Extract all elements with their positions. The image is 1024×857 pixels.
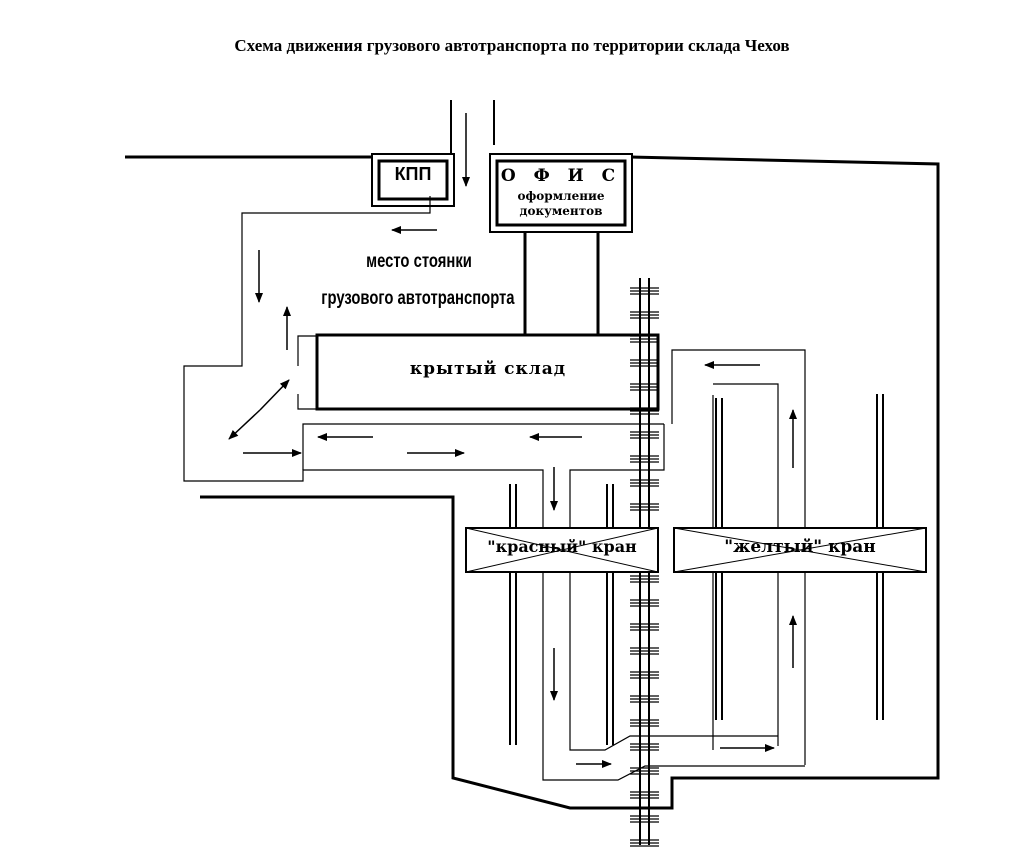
office-title: О Ф И С [500,166,622,186]
yellow-crane-box [673,527,927,573]
parking-label-2: грузового автотранспорта [321,288,515,309]
checkpoint-box [371,153,455,207]
red-crane-label: "красный" кран [487,537,637,556]
diagonal-two-way-arrow [228,379,290,440]
warehouse-label: крытый склад [409,359,567,379]
red-crane-box [465,527,659,573]
territory-boundary [125,155,940,810]
office-subtitle-1: оформление [517,189,605,203]
yellow-crane-label: "желтый" кран [724,537,876,557]
office-subtitle-2: документов [519,204,603,218]
checkpoint-label: КПП [394,164,432,184]
route-lines [183,196,806,781]
parking-label-1: место стоянки [366,251,472,272]
covered-warehouse-box [315,333,660,411]
entry-road [450,100,495,157]
route-arrows [243,226,797,768]
office-connector [523,232,600,335]
railway-sleepers [630,287,659,847]
office-box [489,153,633,233]
diagram-title: Схема движения грузового автотранспорта … [234,36,790,55]
